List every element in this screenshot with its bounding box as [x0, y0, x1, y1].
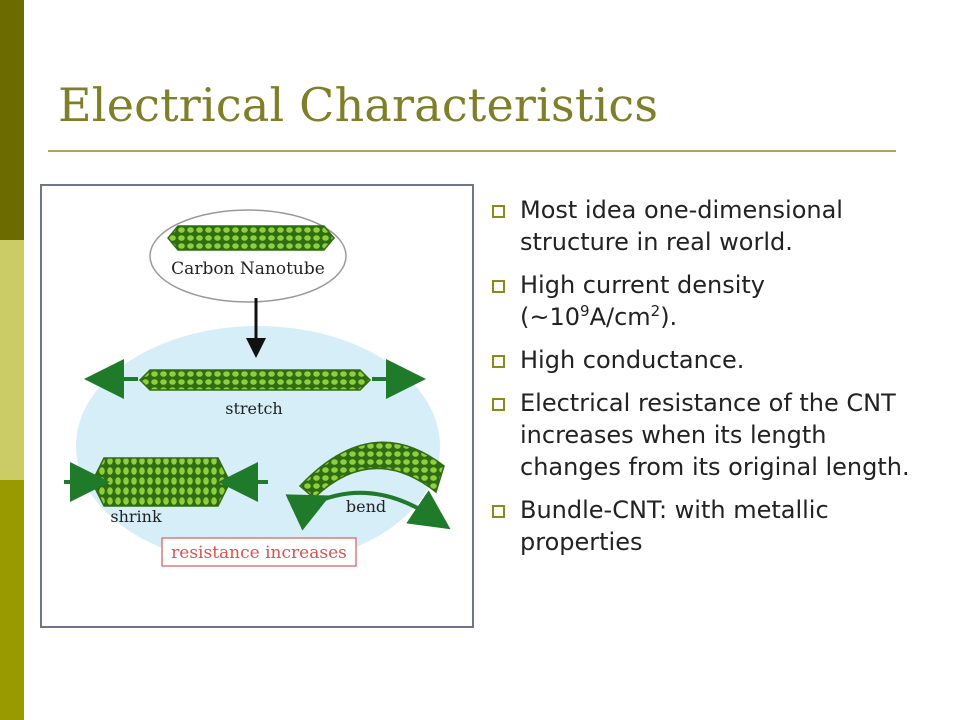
bend-label: bend: [346, 497, 386, 516]
bullet-item: Most idea one-dimensional structure in r…: [484, 194, 924, 258]
down-arrow-head: [246, 338, 266, 358]
bend-arrow: [285, 490, 451, 531]
nanotube-shape: [167, 225, 335, 251]
nanotube-bubble: [149, 209, 347, 303]
bullet-item: Bundle-CNT: with metallic properties: [484, 494, 924, 558]
bullet-list: Most idea one-dimensional structure in r…: [484, 194, 924, 569]
bullet-square-icon: [492, 205, 505, 218]
nanotube-label: Carbon Nanotube: [171, 259, 325, 279]
slide-title: Electrical Characteristics: [58, 78, 659, 132]
title-divider: [48, 150, 896, 152]
bullet-item: High conductance.: [484, 344, 924, 376]
bent-nanotube: [298, 441, 445, 500]
shrunk-nanotube: [91, 457, 231, 507]
cnt-diagram: Carbon Nanotube stretch shrink bend resi…: [40, 184, 474, 628]
bullet-item: Electrical resistance of the CNT increas…: [484, 387, 924, 483]
result-box: [161, 537, 357, 567]
side-bar-top: [0, 0, 24, 240]
bullet-item: High current density (~109A/cm2).: [484, 269, 924, 333]
result-label: resistance increases: [171, 543, 347, 563]
side-bar-middle: [0, 240, 24, 480]
bullet-square-icon: [492, 280, 505, 293]
stretched-nanotube: [138, 369, 372, 391]
side-bar-bottom: [0, 480, 24, 720]
shrink-label: shrink: [110, 507, 162, 526]
bullet-square-icon: [492, 505, 505, 518]
bullet-square-icon: [492, 398, 505, 411]
bullet-square-icon: [492, 355, 505, 368]
stretch-label: stretch: [225, 399, 282, 418]
